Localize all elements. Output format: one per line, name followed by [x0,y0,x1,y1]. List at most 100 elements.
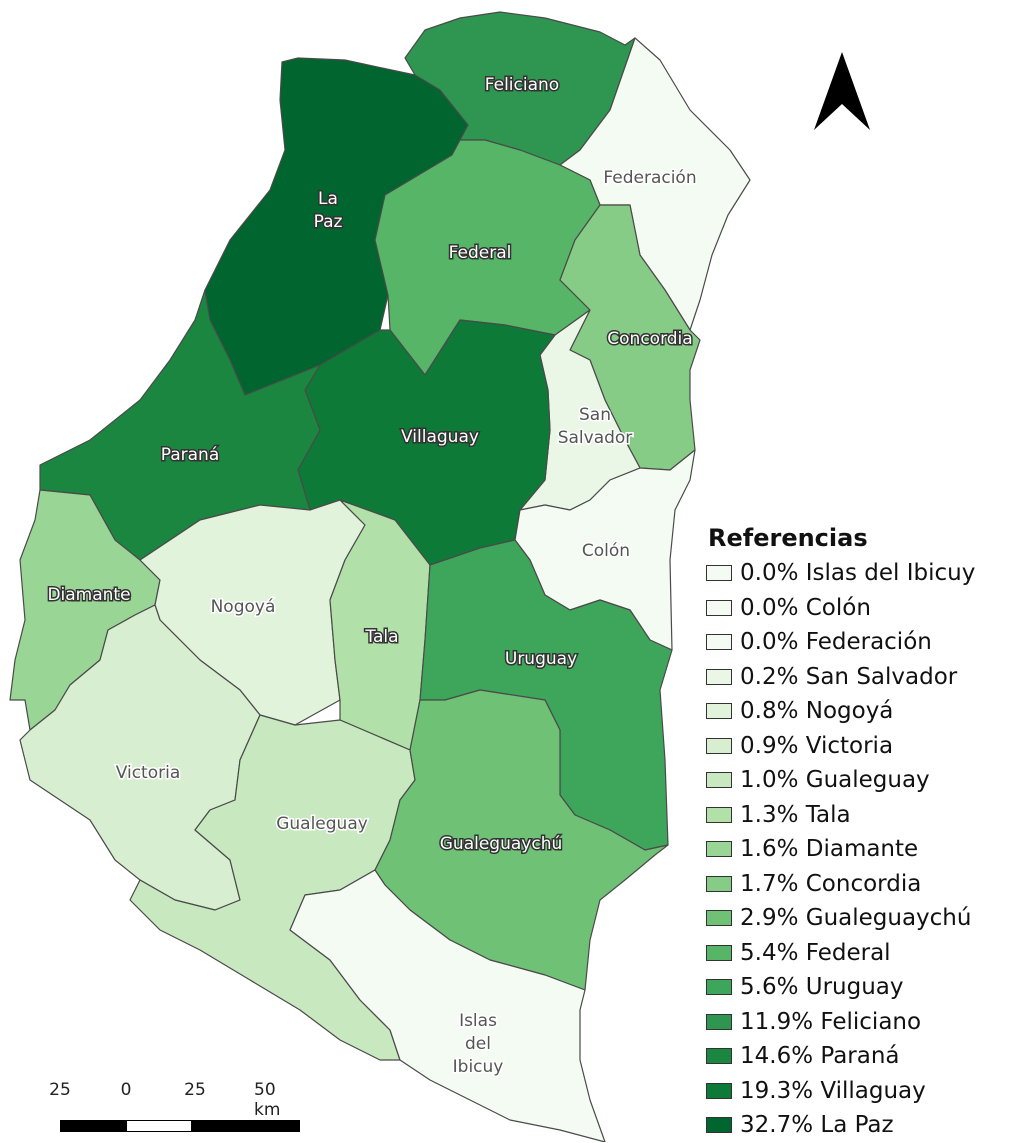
department-label-victoria: Victoria [116,763,181,783]
legend-label: 1.7% Concordia [740,870,922,897]
legend-label: 0.9% Victoria [740,732,894,759]
department-label-line: Islas [459,1011,497,1031]
legend-swatch [706,910,732,927]
legend-swatch [706,703,732,720]
department-label-federal: Federal [449,243,512,263]
department-label-villaguay: Villaguay [401,427,479,447]
department-label-line: La [318,189,338,209]
department-label-tala: Tala [364,627,398,647]
scale-bar-graphic [60,1120,300,1132]
legend-swatch [706,875,732,892]
department-islas [289,869,606,1142]
department-label-line: Salvador [558,428,633,448]
department-label-line: Nogoyá [211,597,276,617]
department-gualeguaychu [374,689,669,991]
legend-swatch [706,944,732,961]
department-label-line: Paz [314,212,343,232]
department-label-line: Uruguay [505,649,577,669]
legend-swatch [706,1048,732,1065]
legend-item: 11.9% Feliciano [706,1005,1024,1040]
department-label-line: del [465,1034,491,1054]
legend-label: 2.9% Gualeguaychú [740,905,972,932]
legend-swatch [706,1117,732,1134]
legend-item: 1.7% Concordia [706,867,1024,902]
department-label-concordia: Concordia [607,329,692,349]
legend-label: 19.3% Villaguay [740,1077,926,1104]
legend-item: 1.0% Gualeguay [706,763,1024,798]
legend-label: 32.7% La Paz [740,1112,894,1139]
legend-item: 5.4% Federal [706,936,1024,971]
legend-label: 1.6% Diamante [740,836,919,863]
scale-segment [126,1120,192,1132]
legend-label: 1.3% Tala [740,801,851,828]
legend-label: 1.0% Gualeguay [740,767,930,794]
department-label-line: Diamante [47,585,130,605]
legend-label: 5.4% Federal [740,939,891,966]
department-label-colon: Colón [582,541,630,561]
department-label-federacion: Federación [603,168,696,188]
legend-item: 0.0% Islas del Ibicuy [706,556,1024,591]
department-label-line: Victoria [116,763,181,783]
department-label-line: Concordia [607,329,692,349]
legend-item: 14.6% Paraná [706,1039,1024,1074]
scale-tick-label: 50 km [254,1080,281,1120]
department-label-line: Tala [364,627,398,647]
department-label-line: Colón [582,541,630,561]
department-label-parana: Paraná [161,445,220,465]
legend-swatch [706,841,732,858]
legend-label: 0.0% Islas del Ibicuy [740,560,976,587]
scale-segment [60,1120,126,1132]
department-label-line: Gualeguaychú [440,834,563,854]
department-label-gualeguay: Gualeguay [276,814,368,834]
legend-swatch [706,599,732,616]
legend-item: 19.3% Villaguay [706,1074,1024,1109]
legend-label: 0.8% Nogoyá [740,698,894,725]
department-label-line: Villaguay [401,427,479,447]
legend-swatch [706,565,732,582]
legend-item: 0.0% Colón [706,591,1024,626]
legend-item: 5.6% Uruguay [706,970,1024,1005]
legend-label: 11.9% Feliciano [740,1008,922,1035]
department-label-nogoya: Nogoyá [211,597,276,617]
legend-label: 14.6% Paraná [740,1043,900,1070]
legend-label: 0.0% Federación [740,629,932,656]
scale-bar: 25 0 25 50 km [40,1080,320,1140]
legend-item: 0.8% Nogoyá [706,694,1024,729]
department-label-line: Federal [449,243,512,263]
north-arrow-icon [814,52,870,130]
scale-tick-label: 25 [49,1080,71,1100]
legend-item: 0.2% San Salvador [706,660,1024,695]
legend-item: 2.9% Gualeguaychú [706,901,1024,936]
department-polygons [9,11,751,1142]
legend-item: 0.0% Federación [706,625,1024,660]
department-label-line: Federación [603,168,696,188]
scale-tick-label: 25 [184,1080,206,1100]
legend-swatch [706,772,732,789]
legend-swatch [706,668,732,685]
legend-label: 0.0% Colón [740,594,871,621]
department-label-gualeguaychu: Gualeguaychú [440,834,563,854]
legend-item: 0.9% Victoria [706,729,1024,764]
legend-swatch [706,806,732,823]
legend-swatch [706,979,732,996]
legend-list: 0.0% Islas del Ibicuy 0.0% Colón 0.0% Fede… [706,556,1024,1143]
scale-segment [192,1120,300,1132]
legend-swatch [706,1013,732,1030]
legend-item: 1.3% Tala [706,798,1024,833]
legend-item: 1.6% Diamante [706,832,1024,867]
department-label-line: Feliciano [485,75,559,95]
department-label-line: Paraná [161,445,220,465]
scale-tick-label: 0 [120,1080,132,1100]
legend-label: 5.6% Uruguay [740,974,904,1001]
legend-item: 32.7% La Paz [706,1108,1024,1143]
legend-swatch [706,737,732,754]
department-label-uruguay: Uruguay [505,649,577,669]
legend-swatch [706,1082,732,1099]
department-label-diamante: Diamante [47,585,130,605]
